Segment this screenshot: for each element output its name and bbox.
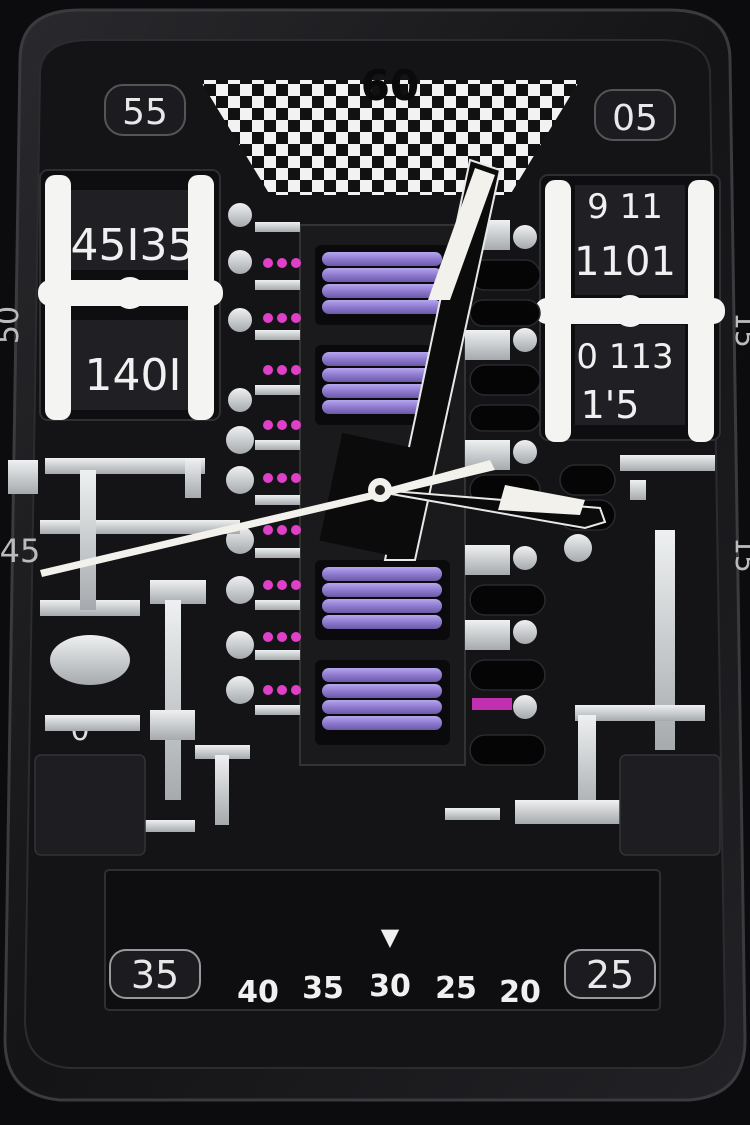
left-gear-bottom-label: 140I	[85, 350, 182, 401]
numeral-15-upper: 15	[729, 312, 750, 348]
window-35: 35	[109, 949, 201, 999]
scale-35: 35	[302, 971, 344, 1006]
left-h-gate	[38, 175, 223, 420]
right-gearshift-window: 9 11 1101 0 113 1'5	[535, 174, 725, 442]
left-gearshift-window: 45I35 140I	[38, 169, 223, 421]
left-gear-top-label: 45I35	[71, 220, 196, 271]
scale-40: 40	[237, 975, 279, 1010]
numeral-60: 60	[361, 61, 419, 110]
left-steel-mechanism	[8, 203, 300, 832]
right-gear-top-row: 9 11	[587, 187, 663, 227]
numeral-25: 25	[586, 953, 634, 997]
seconds-hand	[40, 460, 495, 577]
numeral-05: 05	[612, 98, 658, 139]
scale-20: 20	[499, 975, 541, 1010]
numeral-05-window: 05	[594, 89, 676, 141]
right-h-gate	[535, 180, 725, 442]
scale-25: 25	[435, 971, 477, 1006]
bottom-pointer: ▼	[381, 923, 400, 951]
window-25: 25	[564, 949, 656, 999]
lower-mounts	[34, 754, 721, 856]
numeral-45: 45	[0, 532, 40, 570]
ruby-jewels	[263, 258, 512, 710]
right-gear-bottom-row: 1'5	[581, 383, 640, 427]
numeral-15-lower: 15	[729, 537, 750, 573]
bottom-register: ▼ 35 25 40 35 30 25 20	[104, 869, 661, 1011]
numeral-55: 55	[122, 92, 168, 133]
right-steel-mechanism	[445, 220, 715, 824]
numeral-35: 35	[131, 953, 179, 997]
right-gear-low-row: 0 113	[576, 337, 673, 377]
numeral-50: 50	[0, 306, 26, 344]
coil-springs	[322, 252, 442, 730]
scale-30: 30	[369, 969, 411, 1004]
numeral-55-window: 55	[104, 84, 186, 136]
right-gear-mid-row: 1101	[574, 239, 676, 285]
